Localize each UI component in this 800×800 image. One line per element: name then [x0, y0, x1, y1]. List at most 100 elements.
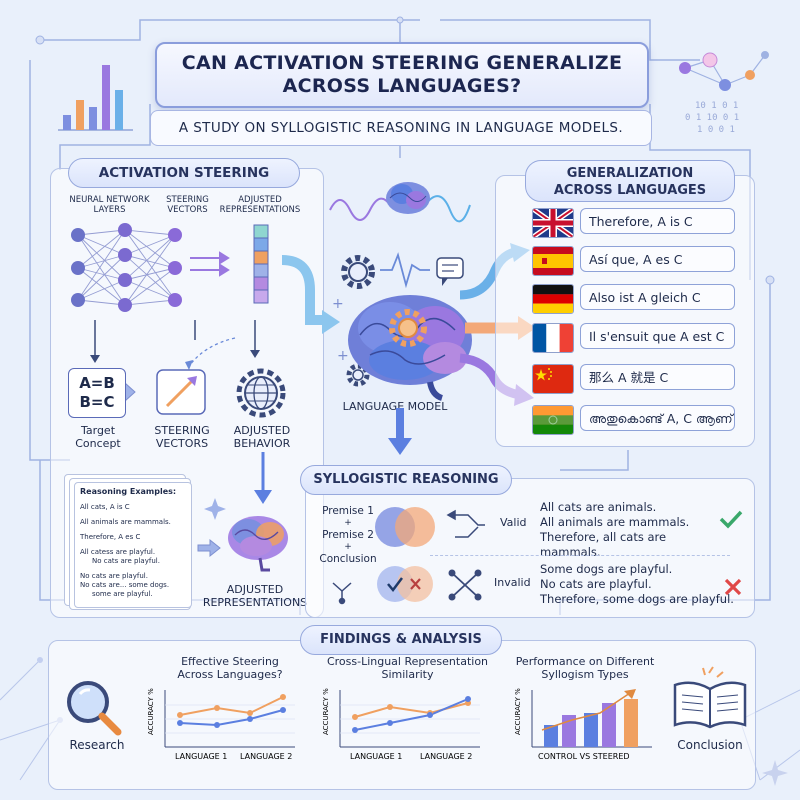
steering-vector-icon	[156, 369, 206, 415]
research-label: Research	[69, 738, 125, 752]
china-flag-icon	[532, 364, 574, 394]
france-flag-icon	[532, 323, 574, 353]
invalid-label: Invalid	[494, 576, 531, 589]
chart3-bar-chart: ACCURACY % CONTROL VS STEERED	[514, 688, 652, 761]
example-line: All catess are playful.	[80, 548, 156, 556]
chart1-series-blue	[179, 709, 284, 727]
language-phrase: 那么 A 就是 C	[580, 364, 735, 390]
chart2-ylabel: ACCURACY %	[322, 688, 330, 735]
valid-label: Valid	[500, 516, 527, 529]
svg-text:10 1 0 1: 10 1 0 1	[695, 101, 738, 111]
chart1-line-chart: ACCURACY % LANGUAGE 1 LANGUAGE 2	[147, 688, 295, 761]
open-book-icon	[673, 666, 747, 729]
steering-vectors-top-label: STEERING VECTORS	[160, 195, 215, 215]
reasoning-examples-card: Reasoning Examples: All cats, A is C All…	[74, 482, 192, 608]
chart2-point	[387, 704, 393, 710]
example-line: No cats are... some dogs.	[80, 581, 170, 589]
syllogism-divider	[430, 555, 730, 556]
valid-check-icon	[719, 510, 743, 529]
adjusted-behavior-label: ADJUSTED BEHAVIOR	[222, 424, 302, 450]
spain-flag-icon	[532, 246, 574, 276]
example-line: No cats are playful.	[80, 572, 148, 580]
generalization-title: GENERALIZATION ACROSS LANGUAGES	[525, 160, 735, 202]
title-line-2: ACROSS LANGUAGES?	[282, 75, 522, 97]
chart1-xlabel-1: LANGUAGE 1	[175, 752, 227, 761]
chart1-xlabel-2: LANGUAGE 2	[240, 752, 292, 761]
language-model-label: LANGUAGE MODEL	[342, 400, 448, 413]
chart3-bar	[562, 715, 576, 747]
concept-line-2: B=C	[79, 393, 115, 411]
chart1-point	[280, 707, 286, 713]
language-row: Also ist A gleich C	[532, 284, 737, 314]
chart1-ylabel: ACCURACY %	[147, 688, 155, 735]
chart2-xlabel-1: LANGUAGE 1	[350, 752, 402, 761]
adjusted-label-line-2: REPRESENTATIONS	[219, 205, 301, 215]
findings-title: FINDINGS & ANALYSIS	[300, 625, 502, 655]
chart3-bar	[584, 713, 598, 747]
invalid-x-icon	[724, 578, 742, 596]
chart2-xlabel-2: LANGUAGE 2	[420, 752, 472, 761]
chart2-point	[352, 727, 358, 733]
language-phrase: Also ist A gleich C	[580, 284, 735, 310]
language-model-diagram: + +	[329, 182, 472, 401]
speech-bubble-icon	[436, 257, 464, 286]
steering-label-line-1: STEERING	[166, 195, 209, 205]
chart1-point	[280, 694, 286, 700]
target-label-line-1: Target	[80, 424, 116, 437]
india-flag-icon	[532, 405, 574, 435]
svg-text:+: +	[337, 348, 349, 364]
neural-label-line-1: NEURAL NETWORK	[69, 195, 150, 205]
chart1-point	[177, 720, 183, 726]
language-row: Así que, A es C	[532, 246, 737, 276]
chart1-point	[247, 716, 253, 722]
plus-sign: +	[344, 542, 352, 552]
decorative-network: 10 1 0 1 0 1 10 0 1 1 0 0 1	[679, 51, 769, 135]
germany-flag-icon	[532, 284, 574, 314]
steering-vectors-line-1: STEERING	[154, 424, 210, 437]
generalization-title-line-2: ACROSS LANGUAGES	[553, 183, 707, 198]
chart3-title: Performance on Different Syllogism Types	[505, 655, 665, 681]
language-phrase: Il s'ensuit que A est C	[580, 323, 735, 349]
target-concept-label: Target Concept	[58, 424, 138, 450]
brain-top-icon	[386, 182, 430, 214]
chart3-title-line-1: Performance on Different	[515, 655, 655, 668]
chart3-title-line-2: Syllogism Types	[541, 668, 629, 681]
chart2-title-line-1: Cross-Lingual Representation	[326, 655, 489, 668]
adjusted-behavior-line-2: BEHAVIOR	[233, 437, 291, 450]
adjusted-representations-label: ADJUSTED REPRESENTATIONS	[200, 583, 310, 609]
generalization-title-line-1: GENERALIZATION	[566, 166, 694, 181]
chart1-title-line-1: Effective Steering	[181, 655, 279, 668]
syllogism-icons	[332, 507, 485, 605]
neural-network-label: NEURAL NETWORK LAYERS	[62, 195, 157, 215]
gear-small-icon	[346, 363, 370, 387]
premise-2-label: Premise 2	[322, 529, 374, 541]
chart2-point	[387, 720, 393, 726]
chart2-title: Cross-Lingual Representation Similarity	[315, 655, 500, 681]
conclusion-label: Conclusion	[319, 553, 377, 565]
premise-1-label: Premise 1	[322, 505, 374, 517]
title-line-1: CAN ACTIVATION STEERING GENERALIZE	[181, 52, 623, 74]
steering-label-line-2: VECTORS	[167, 205, 208, 215]
example-line: All cats, A is C	[80, 503, 130, 511]
valid-line: All cats are animals.	[540, 500, 657, 514]
chart1-point	[214, 722, 220, 728]
steering-vectors-line-2: VECTORS	[155, 437, 209, 450]
invalid-line: No cats are playful.	[540, 577, 652, 591]
chart1-title-line-2: Across Languages?	[177, 668, 283, 681]
example-line: All animals are mammals.	[80, 518, 171, 526]
venn-check-icon	[377, 566, 433, 602]
svg-text:1 0 0 1: 1 0 0 1	[697, 125, 735, 135]
gear-icon	[341, 255, 375, 289]
magnifier-icon	[67, 681, 122, 736]
invalid-syllogism: Some dogs are playful. No cats are playf…	[540, 562, 740, 607]
chart3-trend-line	[541, 692, 631, 731]
invalid-line: Therefore, some dogs are playful.	[540, 592, 734, 606]
concept-box: A=B B=C	[68, 368, 126, 418]
chart2-line-chart: ACCURACY % LANGUAGE 1 LANGUAGE 2	[322, 688, 480, 761]
language-phrase: അതുകൊണ്ട് A, C ആണ്	[580, 405, 735, 431]
chart1-title: Effective Steering Across Languages?	[150, 655, 310, 681]
chart1-point	[177, 712, 183, 718]
plus-sign: +	[344, 518, 352, 528]
chart3-bar	[602, 703, 616, 747]
brain-small-icon	[228, 516, 288, 572]
